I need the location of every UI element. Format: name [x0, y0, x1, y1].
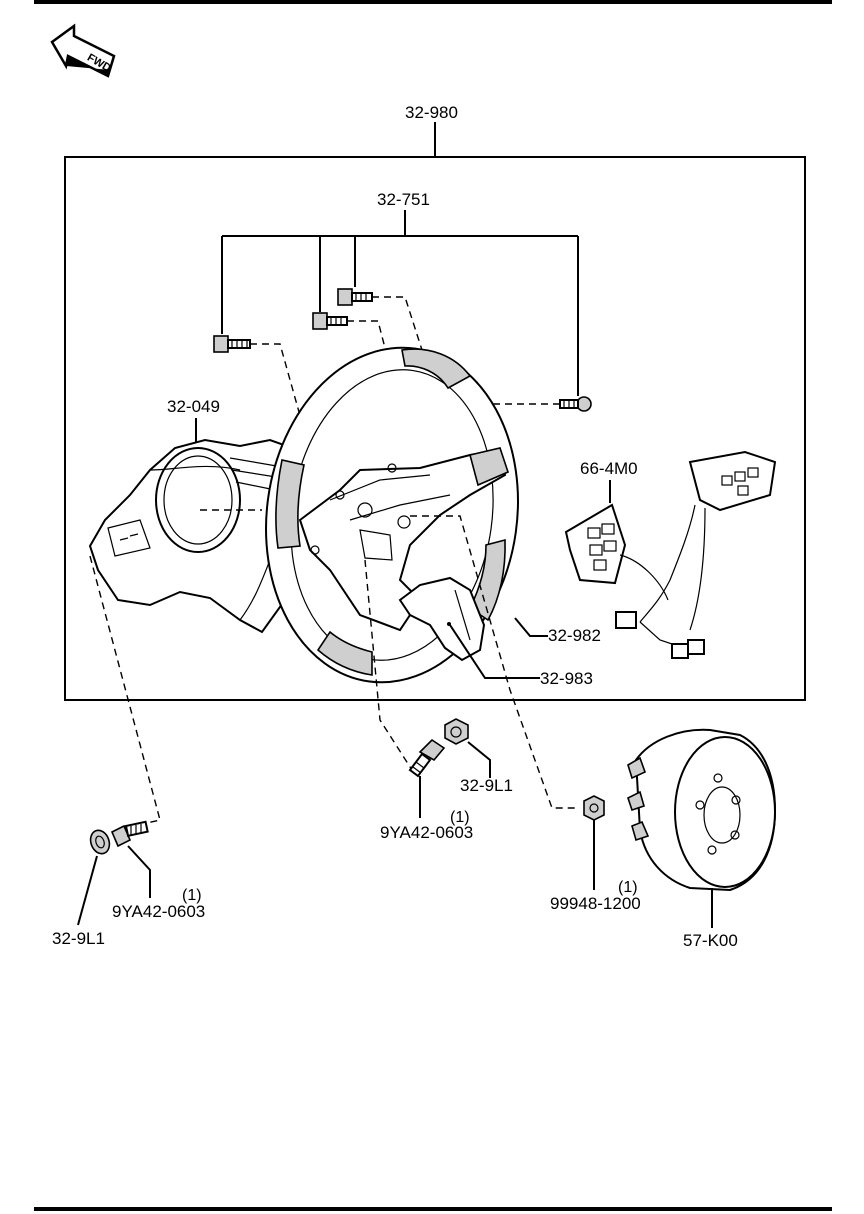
label-bolt-left-qty: (1) [182, 887, 202, 904]
screw-3 [337, 288, 373, 306]
label-bolt-center-qty: (1) [450, 809, 470, 826]
label-nut-center: 32-9L1 [460, 776, 513, 795]
label-wheel: 32-982 [548, 626, 601, 645]
label-pad: 32-983 [540, 669, 593, 688]
nut-center [444, 718, 469, 745]
label-bolt-center: 9YA42-0603 [380, 823, 473, 842]
bolt-left [110, 820, 149, 848]
horn-pad [398, 576, 486, 662]
screw-4 [559, 396, 592, 412]
label-nut-right-qty: (1) [618, 879, 638, 896]
screw-2 [312, 312, 348, 330]
label-switch: 66-4M0 [580, 459, 638, 478]
steering-switch [564, 450, 777, 659]
label-nut-right: 99948-1200 [550, 894, 641, 913]
airbag-module [627, 728, 777, 892]
label-bolt-left: 9YA42-0603 [112, 902, 205, 921]
nut-right [583, 795, 605, 821]
column-cover [88, 438, 314, 634]
label-assembly: 32-980 [405, 103, 458, 122]
screw-1 [213, 335, 251, 353]
nut-left [89, 829, 111, 855]
label-airbag: 57-K00 [683, 931, 738, 950]
label-nut-left: 32-9L1 [52, 929, 105, 948]
label-screws: 32-751 [377, 190, 430, 209]
fwd-arrow-icon: FWD [50, 23, 116, 78]
bolt-center [408, 738, 446, 778]
steering-wheel [265, 346, 519, 684]
label-column-cover: 32-049 [167, 397, 220, 416]
